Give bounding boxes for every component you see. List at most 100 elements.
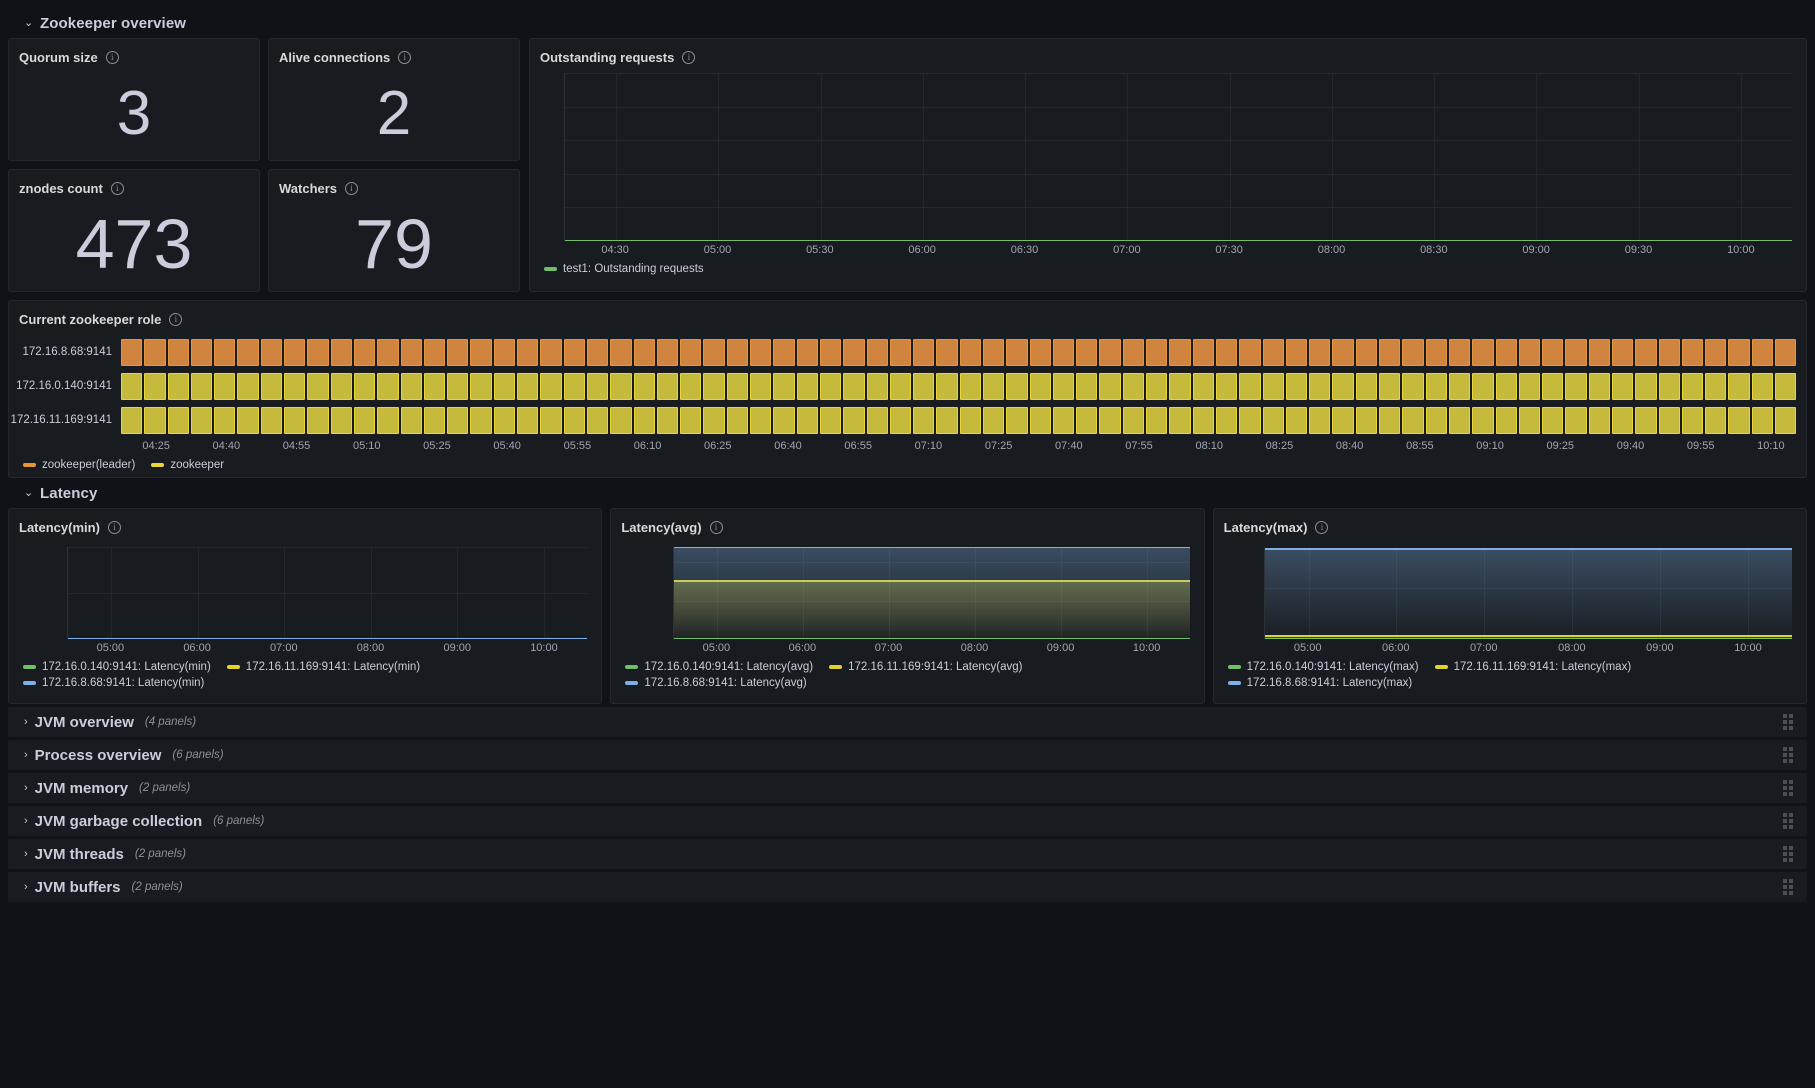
- timeline-cell[interactable]: [540, 338, 562, 366]
- info-icon[interactable]: i: [169, 312, 183, 326]
- timeline-cell[interactable]: [866, 372, 888, 400]
- timeline-cell[interactable]: [1681, 372, 1704, 400]
- timeline-cell[interactable]: [563, 372, 585, 400]
- collapsed-row-process-overview[interactable]: ›Process overview(6 panels): [8, 740, 1807, 770]
- panel-watchers[interactable]: Watchers i 79: [268, 169, 520, 292]
- timeline-cell[interactable]: [540, 406, 562, 434]
- timeline-cell[interactable]: [144, 372, 166, 400]
- timeline-cell[interactable]: [656, 338, 679, 366]
- timeline-cell[interactable]: [167, 406, 189, 434]
- timeline-cell[interactable]: [819, 338, 842, 366]
- legend-item[interactable]: 172.16.8.68:9141: Latency(max): [1227, 677, 1412, 689]
- timeline-cell[interactable]: [1169, 406, 1191, 434]
- timeline-cell[interactable]: [1052, 338, 1075, 366]
- timeline-cell[interactable]: [1402, 338, 1424, 366]
- timeline-cell[interactable]: [1565, 372, 1587, 400]
- timeline-cell[interactable]: [680, 372, 702, 400]
- timeline-cell[interactable]: [913, 338, 935, 366]
- panel-latency-avg[interactable]: Latency(avg) i 0 ms0.25 ms0.5 ms05:0006:…: [610, 508, 1205, 704]
- timeline-cell[interactable]: [1192, 372, 1214, 400]
- timeline-cell[interactable]: [1588, 372, 1610, 400]
- panel-alive-connections[interactable]: Alive connections i 2: [268, 38, 520, 161]
- timeline-cell[interactable]: [353, 372, 376, 400]
- timeline-cell[interactable]: [563, 406, 585, 434]
- timeline-cell[interactable]: [1635, 406, 1657, 434]
- timeline-cell[interactable]: [1425, 406, 1447, 434]
- timeline-cell[interactable]: [866, 406, 888, 434]
- legend-item[interactable]: 172.16.11.169:9141: Latency(min): [226, 661, 420, 673]
- legend-item[interactable]: 172.16.11.169:9141: Latency(max): [1434, 661, 1631, 673]
- timeline-cell[interactable]: [750, 406, 772, 434]
- timeline-cell[interactable]: [1099, 338, 1121, 366]
- panel-latency-min[interactable]: Latency(min) i 0 ms50 ms100 ms05:0006:00…: [8, 508, 603, 704]
- timeline-cell[interactable]: [423, 338, 446, 366]
- timeline-cell[interactable]: [703, 406, 725, 434]
- timeline-cell[interactable]: [237, 338, 259, 366]
- timeline-cell[interactable]: [750, 372, 772, 400]
- panel-quorum-size[interactable]: Quorum size i 3: [8, 38, 260, 161]
- timeline-cell[interactable]: [586, 372, 609, 400]
- timeline-cell[interactable]: [1612, 406, 1634, 434]
- timeline-cell[interactable]: [1518, 338, 1541, 366]
- timeline-cell[interactable]: [493, 338, 516, 366]
- timeline-cell[interactable]: [1379, 338, 1401, 366]
- drag-handle-icon[interactable]: [1783, 714, 1793, 730]
- timeline-cell[interactable]: [773, 338, 795, 366]
- timeline-cell[interactable]: [1495, 406, 1517, 434]
- legend-item[interactable]: 172.16.0.140:9141: Latency(min): [23, 661, 211, 673]
- timeline-cell[interactable]: [1705, 372, 1727, 400]
- timeline-cell[interactable]: [470, 372, 492, 400]
- timeline-cell[interactable]: [1262, 372, 1284, 400]
- timeline-cell[interactable]: [470, 406, 492, 434]
- timeline-cell[interactable]: [819, 372, 842, 400]
- timeline-cell[interactable]: [214, 406, 236, 434]
- timeline-cell[interactable]: [1146, 372, 1168, 400]
- timeline-cell[interactable]: [1542, 406, 1564, 434]
- timeline-cell[interactable]: [1052, 372, 1075, 400]
- timeline-cell[interactable]: [1006, 338, 1028, 366]
- timeline-cell[interactable]: [633, 372, 655, 400]
- timeline-cell[interactable]: [1355, 338, 1378, 366]
- timeline-cell[interactable]: [284, 406, 306, 434]
- timeline-cell[interactable]: [1029, 338, 1051, 366]
- timeline-cell[interactable]: [144, 338, 166, 366]
- timeline-cell[interactable]: [1751, 338, 1774, 366]
- timeline-cell[interactable]: [1681, 406, 1704, 434]
- timeline-cell[interactable]: [610, 372, 632, 400]
- info-icon[interactable]: i: [105, 50, 119, 64]
- timeline-cell[interactable]: [1425, 338, 1447, 366]
- collapsed-row-jvm-threads[interactable]: ›JVM threads(2 panels): [8, 839, 1807, 869]
- timeline-cell[interactable]: [1705, 406, 1727, 434]
- timeline-cell[interactable]: [1402, 406, 1424, 434]
- timeline-cell[interactable]: [586, 406, 609, 434]
- timeline-cell[interactable]: [1751, 372, 1774, 400]
- collapsed-row-jvm-overview[interactable]: ›JVM overview(4 panels): [8, 707, 1807, 737]
- timeline-cell[interactable]: [843, 338, 865, 366]
- timeline-cell[interactable]: [1728, 406, 1750, 434]
- timeline-cell[interactable]: [377, 338, 399, 366]
- timeline-cell[interactable]: [1309, 406, 1331, 434]
- timeline-cell[interactable]: [1728, 338, 1750, 366]
- legend-item[interactable]: 172.16.0.140:9141: Latency(max): [1227, 661, 1419, 673]
- drag-handle-icon[interactable]: [1783, 813, 1793, 829]
- info-icon[interactable]: i: [398, 50, 412, 64]
- timeline-cell[interactable]: [796, 406, 818, 434]
- timeline-cell[interactable]: [190, 338, 213, 366]
- timeline-cell[interactable]: [400, 338, 422, 366]
- timeline-cell[interactable]: [400, 406, 422, 434]
- timeline-cell[interactable]: [982, 406, 1005, 434]
- timeline-cell[interactable]: [796, 372, 818, 400]
- legend-item[interactable]: zookeeper: [151, 459, 224, 471]
- timeline-cell[interactable]: [423, 372, 446, 400]
- timeline-cell[interactable]: [1542, 372, 1564, 400]
- timeline-cell[interactable]: [1076, 406, 1098, 434]
- timeline-cell[interactable]: [1775, 372, 1797, 400]
- timeline-cell[interactable]: [819, 406, 842, 434]
- timeline-cell[interactable]: [190, 372, 213, 400]
- drag-handle-icon[interactable]: [1783, 846, 1793, 862]
- timeline-cell[interactable]: [214, 338, 236, 366]
- timeline-cell[interactable]: [423, 406, 446, 434]
- timeline-cell[interactable]: [1029, 372, 1051, 400]
- timeline-cell[interactable]: [214, 372, 236, 400]
- legend-item[interactable]: 172.16.8.68:9141: Latency(avg): [625, 677, 807, 689]
